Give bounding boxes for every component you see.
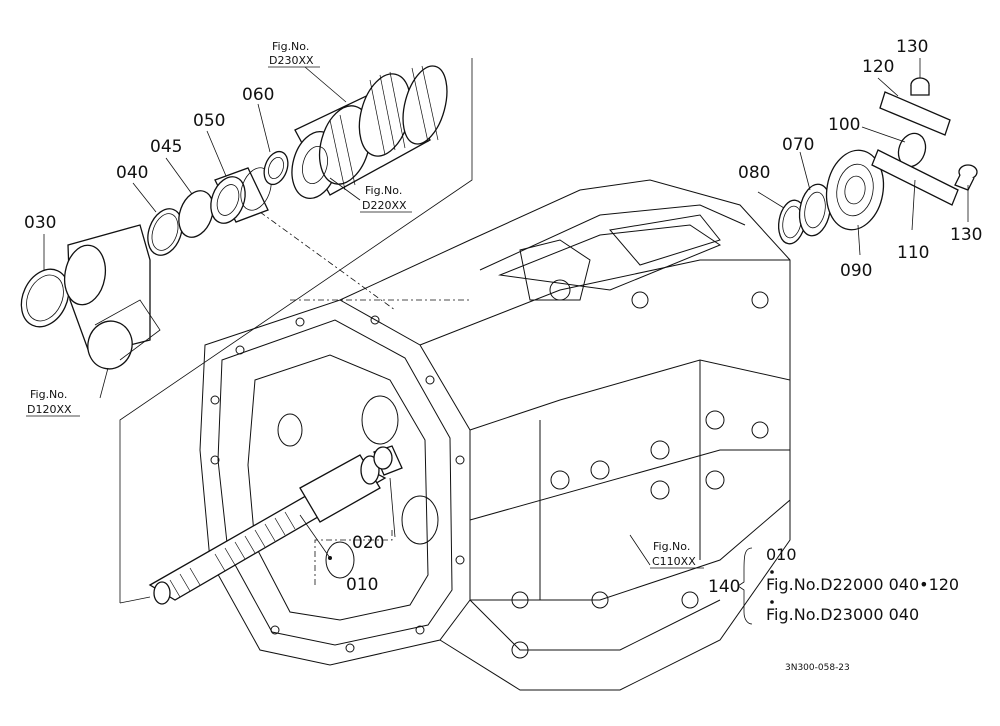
part-label-110: 110 xyxy=(897,243,929,263)
fig-ref-d220-line1: Fig.No. xyxy=(365,184,402,197)
main-shaft xyxy=(148,445,403,605)
part-label-040: 040 xyxy=(116,163,148,183)
part-label-060: 060 xyxy=(242,85,274,105)
transmission-case xyxy=(199,179,791,691)
part-label-030: 030 xyxy=(24,213,56,233)
fig-ref-d220-line2: D220XX xyxy=(362,199,407,212)
fig-ref-d120-line1: Fig.No. xyxy=(30,388,67,401)
reference-planes xyxy=(119,58,473,604)
part-label-130-top: 130 xyxy=(896,37,928,57)
fig-ref-c110-line1: Fig.No. xyxy=(653,540,690,553)
fig-ref-d120-line2: D120XX xyxy=(27,403,72,416)
leader-lines xyxy=(43,58,969,566)
gear-cluster xyxy=(291,65,448,199)
part-label-010: 010 xyxy=(346,575,378,595)
part-label-050: 050 xyxy=(193,111,225,131)
part-label-020: 020 xyxy=(352,533,384,553)
part-label-100: 100 xyxy=(828,115,860,135)
drawing-code: 3N300-058-23 xyxy=(785,663,850,673)
legend-number-140: 140 xyxy=(708,577,740,597)
part-label-045: 045 xyxy=(150,137,182,157)
left-exploded-parts xyxy=(20,65,448,370)
legend-row-d23000: Fig.No.D23000 040 xyxy=(766,605,919,624)
part-labels: 030 040 045 050 060 020 010 080 070 090 … xyxy=(24,37,982,595)
bolt-130-top xyxy=(910,77,930,96)
bolt-130-right xyxy=(954,164,978,191)
right-exploded-parts xyxy=(777,77,978,245)
fig-ref-d230-line1: Fig.No. xyxy=(272,40,309,53)
part-label-130-right: 130 xyxy=(950,225,982,245)
part-label-070: 070 xyxy=(782,135,814,155)
figure-refs: Fig.No. D230XX Fig.No. D220XX Fig.No. D1… xyxy=(26,40,704,569)
part-label-120: 120 xyxy=(862,57,894,77)
assembly-legend: 140 010 Fig.No.D22000 040•120 Fig.No.D23… xyxy=(708,545,959,625)
fig-ref-c110-line2: C110XX xyxy=(652,555,696,568)
legend-row-010: 010 xyxy=(766,545,797,564)
part-label-090: 090 xyxy=(840,261,872,281)
part-label-080: 080 xyxy=(738,163,770,183)
bushing-020 xyxy=(373,445,403,476)
legend-row-d22000: Fig.No.D22000 040•120 xyxy=(766,575,959,594)
fig-ref-d230-line2: D230XX xyxy=(269,54,314,67)
